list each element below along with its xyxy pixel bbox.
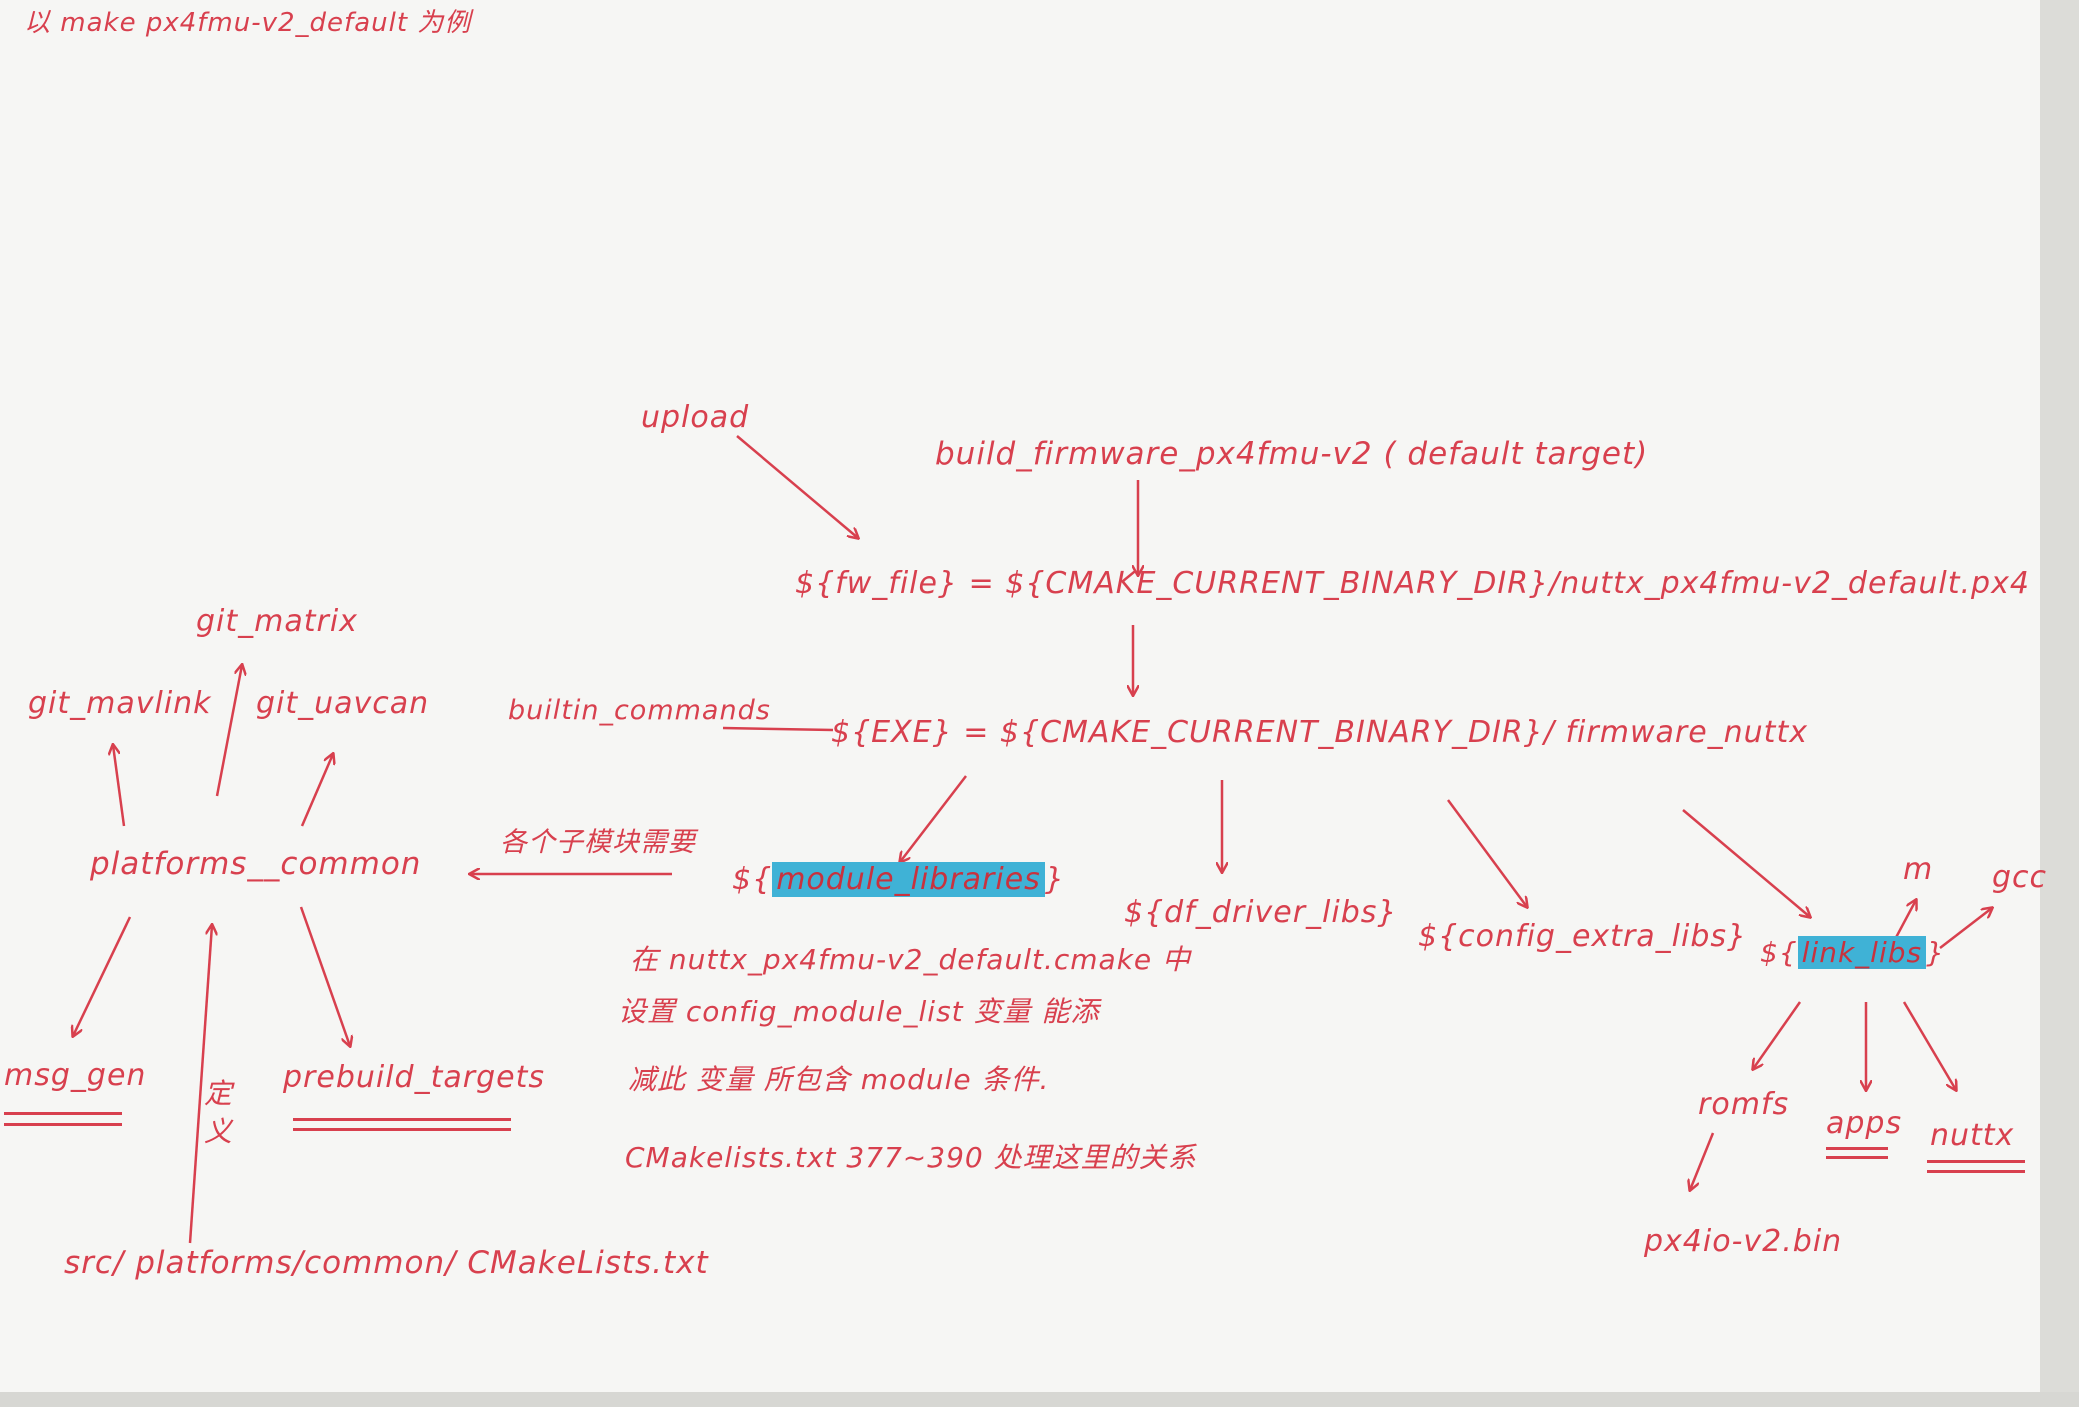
arrow-platforms-to-git-matrix [215, 665, 242, 797]
prebuild-underline-2 [293, 1128, 511, 1131]
git-mavlink-label: git_mavlink [28, 686, 212, 721]
config-note-line-1: 在 nuttx_px4fmu-v2_default.cmake 中 [630, 943, 1192, 976]
config-note-line-2: 设置 config_module_list 变量 能添 [618, 995, 1100, 1028]
px4io-bin-label: px4io-v2.bin [1644, 1224, 1843, 1259]
link-libs-prefix: ${ [1760, 936, 1798, 969]
romfs-label: romfs [1698, 1087, 1790, 1122]
arrow-upload-to-fwfile [736, 435, 858, 538]
m-library-label: m [1903, 852, 1934, 887]
upload-label: upload [641, 400, 750, 435]
arrow-src-to-platforms [188, 925, 212, 1244]
module-libraries-suffix: } [1044, 862, 1065, 897]
module-libraries-node: ${module_libraries} [732, 862, 1065, 897]
header-note: 以 make px4fmu-v2_default 为例 [24, 8, 472, 38]
git-matrix-label: git_matrix [196, 604, 358, 639]
arrow-exe-to-link-libs [1682, 809, 1810, 917]
arrow-romfs-to-px4io [1690, 1132, 1715, 1190]
arrow-link-to-romfs [1753, 1001, 1802, 1069]
build-firmware-label: build_firmware_px4fmu-v2 ( default targe… [935, 436, 1649, 472]
exe-definition: ${EXE} = ${CMAKE_CURRENT_BINARY_DIR}/ fi… [831, 715, 1808, 750]
apps-label: apps [1826, 1106, 1903, 1141]
msg-gen-underline-2 [4, 1123, 122, 1126]
module-libraries-highlight: module_libraries [772, 862, 1045, 897]
nuttx-label: nuttx [1930, 1118, 2015, 1153]
config-note-line-3: 减此 变量 所包含 module 条件. [628, 1063, 1050, 1096]
fw-file-definition: ${fw_file} = ${CMAKE_CURRENT_BINARY_DIR}… [795, 566, 2030, 601]
arrow-platforms-to-git-mavlink [113, 745, 126, 827]
gcc-library-label: gcc [1992, 860, 2048, 895]
arrow-link-to-nuttx [1902, 1001, 1956, 1090]
arrow-exe-to-config-extra [1446, 799, 1527, 907]
msg-gen-label: msg_gen [4, 1058, 147, 1093]
define-label: 定义 [204, 1077, 234, 1148]
config-note-line-4: CMakelists.txt 377~390 处理这里的关系 [625, 1141, 1197, 1174]
src-path-label: src/ platforms/common/ CMakeLists.txt [64, 1245, 709, 1281]
apps-underline-1 [1826, 1147, 1888, 1150]
module-libraries-prefix: ${ [732, 862, 773, 897]
msg-gen-underline-1 [4, 1112, 122, 1115]
link-libs-node: ${link_libs} [1760, 936, 1945, 969]
nuttx-underline-2 [1927, 1170, 2025, 1173]
link-libs-suffix: } [1926, 936, 1945, 969]
df-driver-libs-node: ${df_driver_libs} [1124, 895, 1398, 930]
submodule-note: 各个子模块需要 [500, 827, 696, 858]
link-libs-highlight: link_libs [1797, 936, 1927, 969]
connector-builtin-to-exe [722, 726, 834, 732]
config-extra-libs-node: ${config_extra_libs} [1418, 919, 1748, 954]
prebuild-underline-1 [293, 1118, 511, 1121]
arrow-platforms-to-msg-gen [73, 916, 132, 1036]
platforms-common-node: platforms__common [90, 846, 422, 882]
git-uavcan-label: git_uavcan [256, 686, 430, 721]
paper-edge [2040, 0, 2079, 1407]
arrow-exe-to-module-libraries [900, 775, 967, 862]
builtin-commands-label: builtin_commands [508, 695, 771, 726]
apps-underline-2 [1826, 1156, 1888, 1159]
arrow-platforms-to-prebuild [299, 906, 350, 1046]
paper-bottom-edge [0, 1392, 2079, 1407]
arrow-link-to-gcc [1939, 908, 1992, 949]
nuttx-underline-1 [1927, 1160, 2025, 1163]
arrow-platforms-to-git-uavcan [300, 754, 333, 827]
prebuild-targets-label: prebuild_targets [283, 1060, 545, 1095]
